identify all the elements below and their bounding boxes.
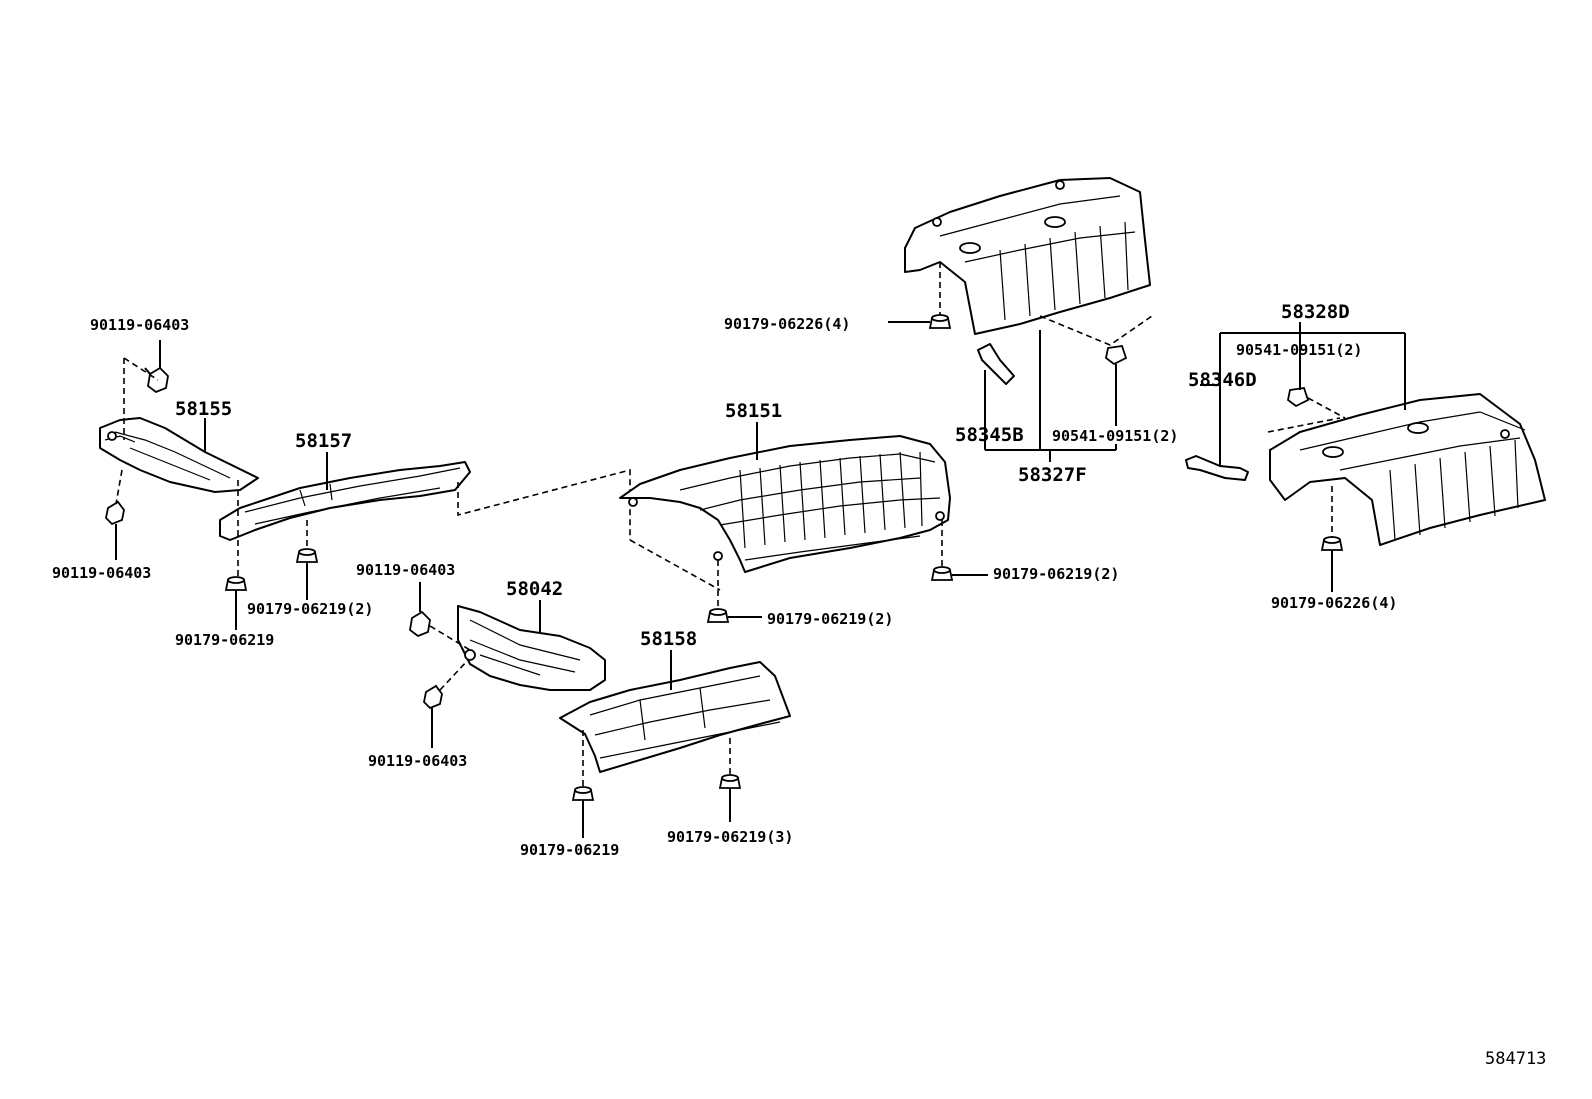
insulator-58157	[219, 461, 471, 541]
label-part-58346D: 58346D	[1188, 369, 1257, 391]
insulator-58151	[619, 435, 951, 573]
label-part-58151: 58151	[725, 400, 782, 422]
insulator-58158	[559, 661, 791, 773]
label-part-58158: 58158	[640, 628, 697, 650]
bracket-58345B	[977, 343, 1015, 385]
label-fastener: 90179-06219	[520, 841, 619, 859]
label-fastener: 90179-06219(2)	[993, 565, 1119, 583]
insulator-58327F	[904, 177, 1151, 335]
nut-fastener	[706, 566, 954, 623]
label-fastener: 90541-09151(2)	[1236, 341, 1362, 359]
label-part-58328D: 58328D	[1281, 301, 1350, 323]
label-fastener: 90179-06219(2)	[767, 610, 893, 628]
grommet-fastener	[1105, 345, 1310, 408]
figure-reference: 584713	[1485, 1049, 1546, 1069]
label-part-58157: 58157	[295, 430, 352, 452]
label-part-58327F: 58327F	[1018, 464, 1087, 486]
nut-fastener	[1320, 536, 1344, 551]
label-fastener: 90119-06403	[52, 564, 151, 582]
label-fastener: 90179-06219	[175, 631, 274, 649]
bolt-fastener	[144, 366, 169, 394]
label-fastener: 90119-06403	[356, 561, 455, 579]
label-fastener: 90179-06219(3)	[667, 828, 793, 846]
bolt-fastener	[409, 610, 443, 710]
label-fastener: 90179-06226(4)	[724, 315, 850, 333]
label-fastener: 90119-06403	[90, 316, 189, 334]
nut-fastener	[224, 548, 319, 591]
label-fastener: 90179-06219(2)	[247, 600, 373, 618]
insulator-58328D	[1269, 393, 1546, 546]
insulator-58042	[457, 605, 606, 691]
label-fastener: 90541-09151(2)	[1052, 427, 1178, 445]
label-fastener: 90119-06403	[368, 752, 467, 770]
nut-fastener	[571, 774, 742, 801]
insulator-58155	[99, 417, 259, 493]
label-fastener: 90179-06226(4)	[1271, 594, 1397, 612]
nut-fastener	[928, 314, 952, 329]
label-part-58042: 58042	[506, 578, 563, 600]
label-part-58155: 58155	[175, 398, 232, 420]
label-part-58345B: 58345B	[955, 424, 1024, 446]
bracket-58346D	[1185, 455, 1249, 481]
bolt-fastener	[105, 500, 125, 526]
